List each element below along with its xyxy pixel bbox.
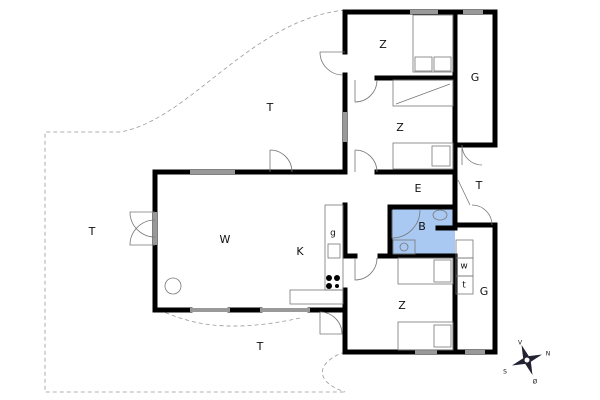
compass-east: Ø — [533, 379, 538, 386]
label-terrace-north: T — [266, 101, 274, 114]
label-bath: B — [418, 220, 426, 233]
label-storage-south: G — [480, 285, 489, 298]
label-entry-terrace: T — [475, 179, 483, 192]
furniture — [164, 14, 474, 351]
bath-fill — [390, 207, 455, 255]
label-washer: w — [460, 262, 467, 272]
label-living: W — [220, 233, 231, 246]
label-storage-north: G — [471, 71, 480, 84]
label-bedroom-1: Z — [379, 38, 387, 51]
label-kitchen-g: g — [330, 229, 336, 239]
compass-south: S — [503, 369, 507, 376]
doors — [129, 51, 493, 335]
label-bedroom-2: Z — [396, 121, 404, 134]
compass-rose-icon — [511, 344, 543, 376]
label-kitchen: K — [296, 245, 304, 258]
label-bedroom-3: Z — [398, 299, 406, 312]
compass-west: V — [518, 340, 523, 347]
label-terrace-south: T — [256, 340, 264, 353]
walls — [152, 9, 498, 355]
label-terrace-west: T — [88, 225, 96, 238]
compass-north: N — [546, 351, 551, 358]
label-entrance: E — [415, 182, 422, 195]
stove-icon — [326, 275, 340, 289]
label-dryer: t — [462, 281, 466, 291]
windows — [153, 10, 485, 354]
plot-boundary — [44, 9, 346, 393]
